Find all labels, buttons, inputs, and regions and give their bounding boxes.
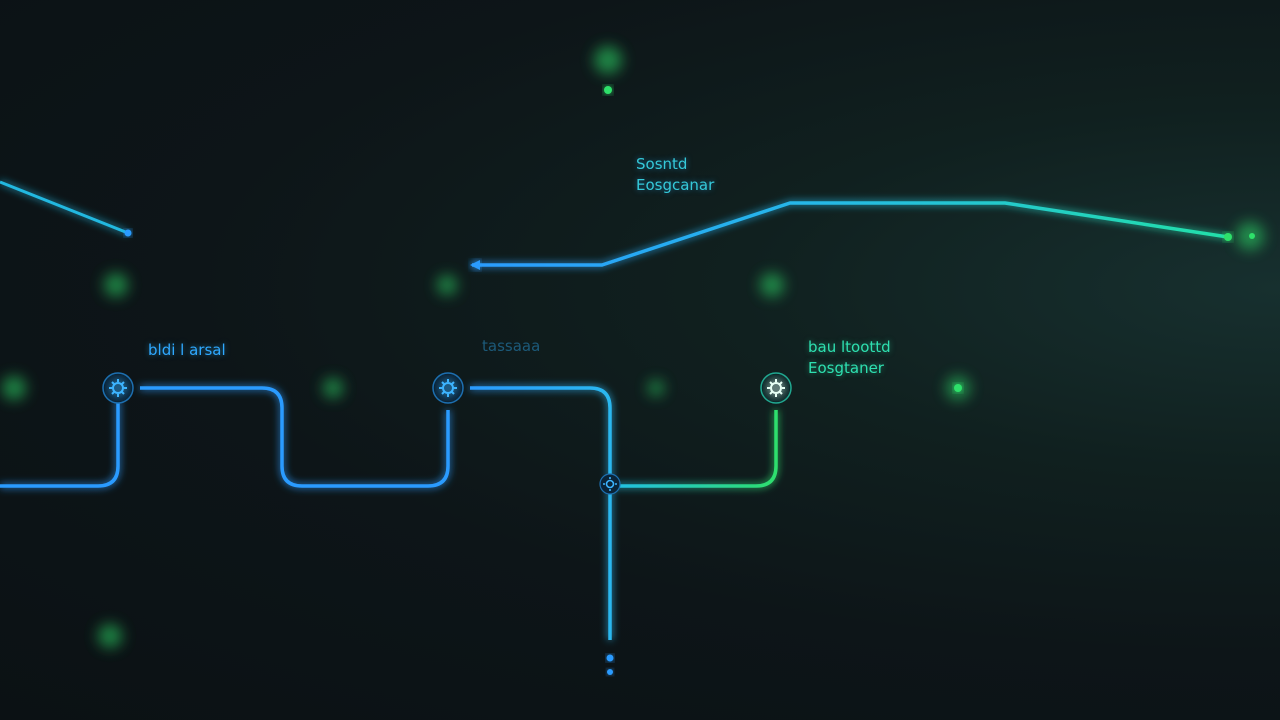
label-left-text: bldi l arsal [148, 341, 226, 359]
terminal-bottom-2 [607, 669, 613, 675]
terminal-bottom [606, 654, 614, 662]
terminal-right [954, 384, 962, 392]
trace-upper-route [472, 201, 1229, 267]
gear-icon [603, 477, 617, 491]
label-top: Sosntd Eosgcanar [636, 154, 714, 196]
label-left: bldi l arsal [148, 340, 226, 361]
trace-upper-arrow [470, 260, 480, 270]
gear-icon [109, 379, 127, 397]
terminal-far-right [1249, 233, 1255, 239]
terminal-top [604, 86, 612, 94]
trace-middle-u [140, 386, 450, 488]
trace-center-drop [470, 386, 612, 640]
label-middle-text: tassaaa [482, 337, 541, 355]
trace-top-left [0, 180, 129, 235]
label-middle: tassaaa [482, 336, 540, 357]
gear-icon [767, 379, 785, 397]
trace-right-route [610, 410, 778, 488]
label-right-line2: Eosgtaner [808, 359, 884, 377]
junction-node-1 [102, 372, 134, 404]
label-top-line1: Sosntd [636, 155, 688, 173]
label-top-line2: Eosgcanar [636, 176, 715, 194]
junction-node-3 [599, 473, 621, 495]
trace-upper-end [1224, 233, 1232, 241]
label-right: bau ltoottd Eosgtaner [808, 337, 891, 379]
trace-left-loop [0, 400, 120, 488]
label-right-line1: bau ltoottd [808, 338, 891, 356]
trace-top-left-end [124, 229, 132, 237]
gear-icon [439, 379, 457, 397]
terminal-halos [2, 46, 1264, 648]
junction-node-4 [760, 372, 792, 404]
junction-node-2 [432, 372, 464, 404]
